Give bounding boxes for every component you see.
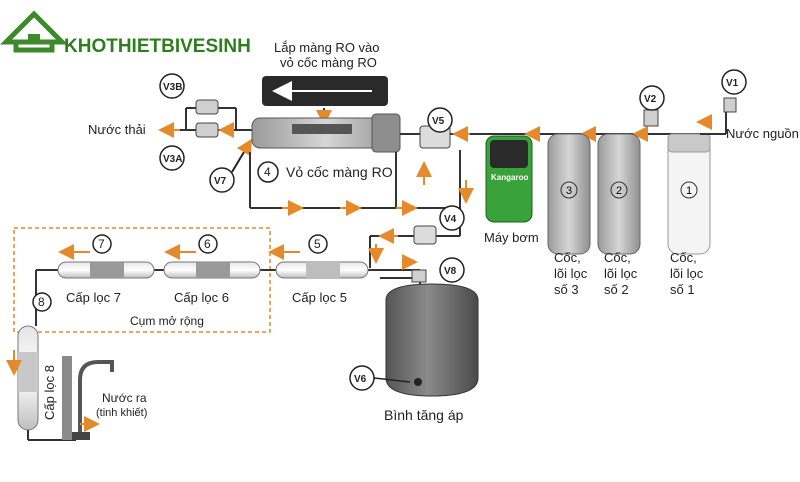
filter-7 [57,261,155,279]
svg-text:5: 5 [314,237,321,251]
ro-housing [251,113,401,153]
waste-water-label: Nước thải [88,122,146,137]
cup-3-label: Cốc, lõi lọc số 3 [554,250,588,297]
svg-text:Cốc,: Cốc, [670,250,697,265]
svg-text:lõi lọc: lõi lọc [554,266,588,281]
svg-text:số 3: số 3 [554,282,579,297]
svg-text:V1: V1 [726,78,739,89]
valve-icon [195,122,219,138]
svg-text:4: 4 [264,165,271,179]
svg-text:1: 1 [686,185,692,197]
valve-v3a: V3A [159,145,185,171]
logo: KHOTHIETBIVESINH [0,10,251,57]
pump-label: Máy bơm [484,230,539,245]
svg-text:V3A: V3A [163,154,182,165]
svg-text:V2: V2 [644,94,657,105]
svg-text:số 1: số 1 [670,282,695,297]
svg-text:lõi lọc: lõi lọc [604,266,638,281]
valve-icon [643,109,659,127]
filter-6-label: Cấp lọc 6 [174,290,229,305]
step-8: 8 [32,292,52,312]
svg-text:V4: V4 [444,214,457,225]
house-logo-icon [0,10,69,53]
filter-6 [163,261,261,279]
cup-3: 3 [547,133,591,255]
svg-text:lõi lọc: lõi lọc [670,266,704,281]
svg-text:Cốc,: Cốc, [554,250,581,265]
svg-text:Cốc,: Cốc, [604,250,631,265]
valve-icon [411,269,427,283]
valve-v7: V6 [349,365,375,391]
water-out-label: Nước ra [102,391,147,405]
valve-v4: V4 [439,205,465,231]
svg-text:8: 8 [38,295,45,309]
cup-1: 1 [667,133,711,255]
ro-membrane [262,76,388,126]
valve-v5: V5 [427,107,453,133]
valve-icon [723,97,737,113]
valve-v8: V8 [439,257,465,283]
svg-text:7: 7 [98,237,105,251]
svg-text:6: 6 [204,237,211,251]
svg-text:số 2: số 2 [604,282,629,297]
expansion-label: Cụm mở rộng [130,314,204,328]
step-6: 6 [198,234,218,254]
valve-icon [413,225,437,245]
counter-edge [62,356,72,440]
pump: Kangaroo [485,135,533,223]
ro-housing-label: Vỏ cốc màng RO [286,164,393,180]
svg-text:V7: V7 [214,176,227,187]
cup-1-label: Cốc, lõi lọc số 1 [670,250,704,297]
valve-v3b: V3B [159,73,185,99]
cup-2-label: Cốc, lõi lọc số 2 [604,250,638,297]
filter-5-label: Cấp lọc 5 [292,290,347,305]
svg-text:2: 2 [616,185,622,197]
faucet-icon [72,360,114,440]
svg-text:V3B: V3B [163,82,182,93]
filter-7-label: Cấp lọc 7 [66,290,121,305]
expansion-box [13,227,271,333]
filter-8-label: Cấp lọc 8 [42,365,57,420]
valve-v2: V2 [639,85,665,111]
valve-v6: V7 [209,167,235,193]
cup-2: 2 [597,133,641,255]
filter-8 [17,325,39,431]
pump-brand: Kangaroo [491,173,528,182]
valve-v1: V1 [721,69,747,95]
pressure-tank [385,283,479,397]
valve-icon [195,99,219,115]
svg-text:V5: V5 [432,116,445,127]
svg-text:3: 3 [566,185,572,197]
step-4: 4 [257,161,279,183]
source-water-label: Nước nguồn [726,126,799,141]
svg-text:V6: V6 [354,374,367,385]
filter-5 [275,261,369,279]
logo-text: KHOTHIETBIVESINH [64,36,251,57]
ro-title-line2: vỏ cốc màng RO [280,55,377,70]
water-out-sub-label: (tinh khiết) [96,407,147,419]
tank-label: Bình tăng áp [384,407,464,423]
step-7: 7 [92,234,112,254]
svg-text:V8: V8 [444,266,457,277]
ro-title-line1: Lắp màng RO vào [274,40,380,55]
step-5: 5 [308,234,328,254]
